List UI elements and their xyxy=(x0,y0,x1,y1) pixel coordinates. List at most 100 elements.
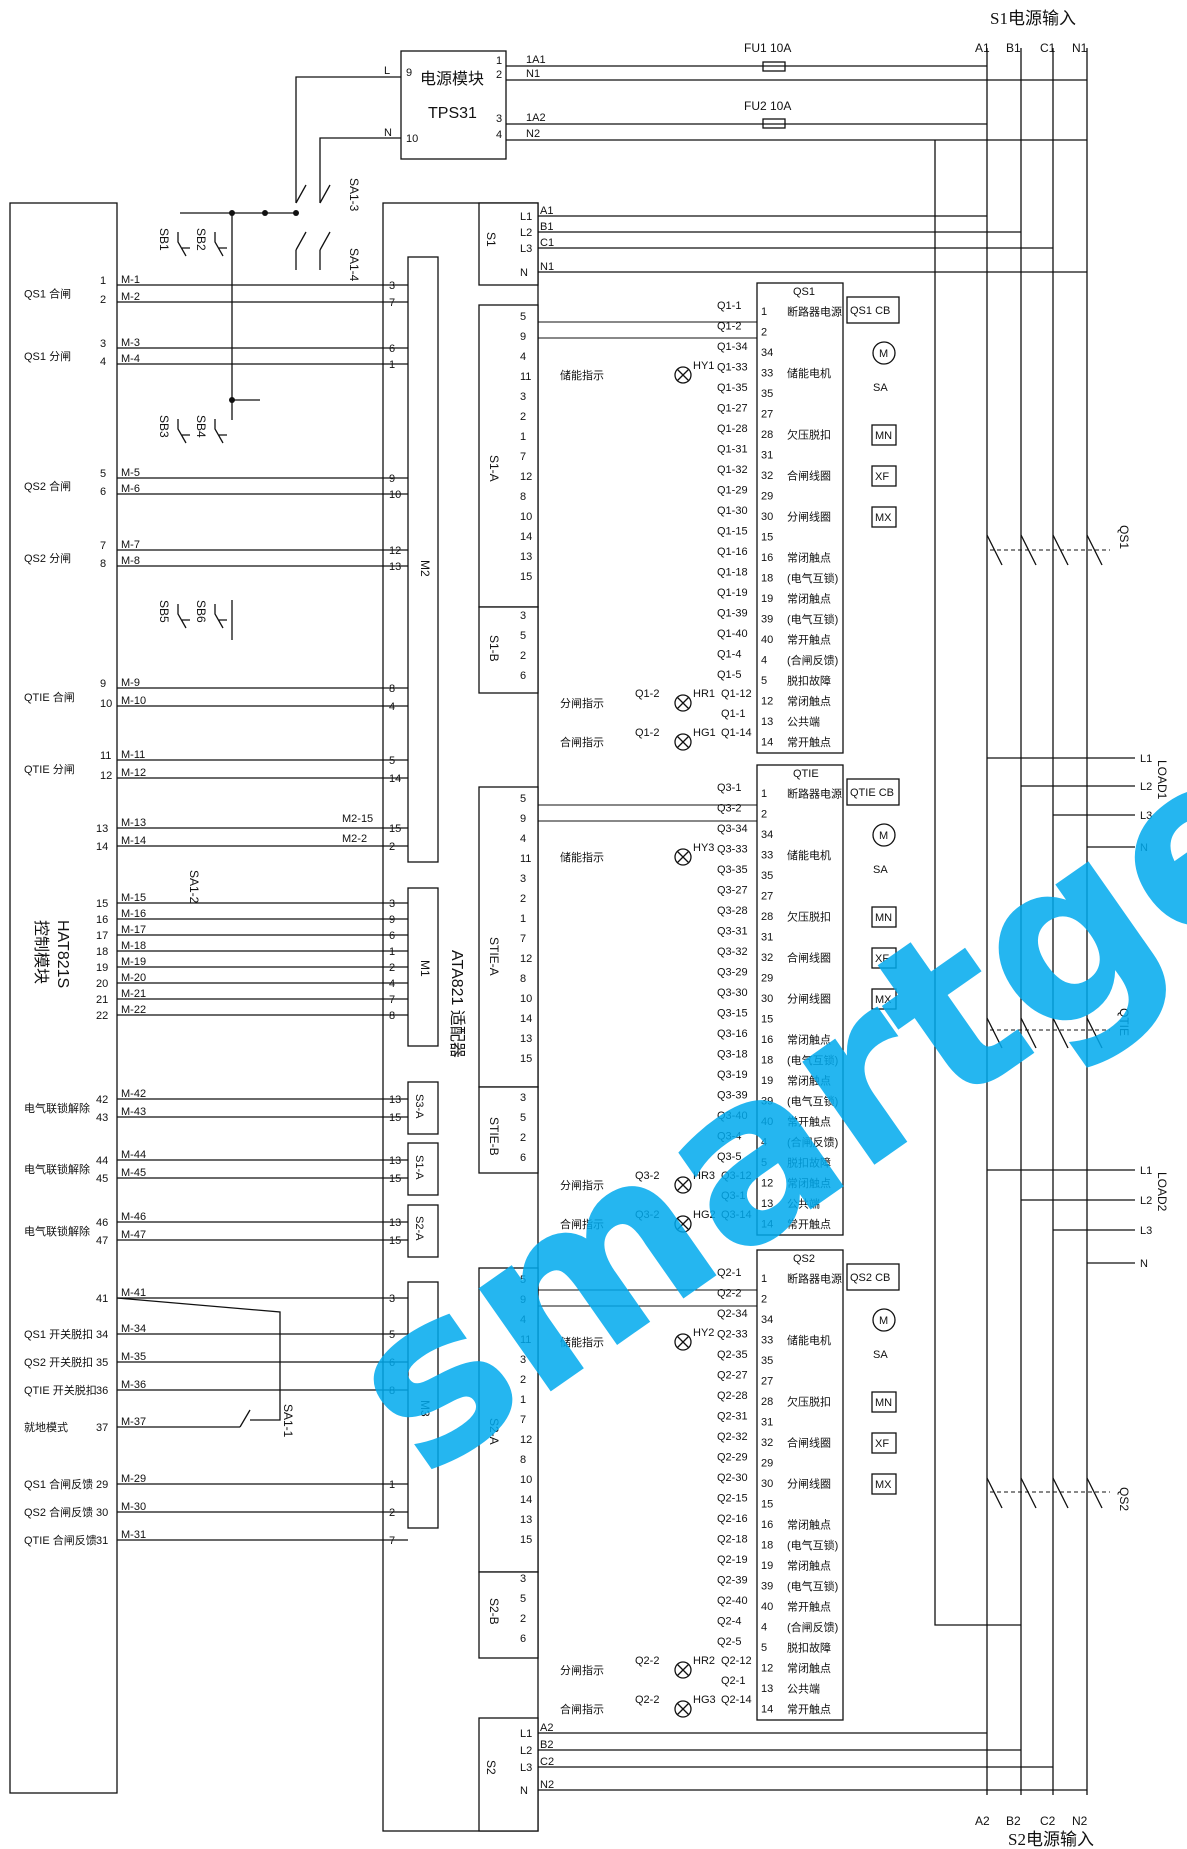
controller-pin: 11 xyxy=(100,750,111,762)
breaker-cb-label: QS2 CB xyxy=(850,1272,890,1284)
breaker-function-label: 合闸线圈 xyxy=(787,469,831,483)
load2-label: LOAD2 xyxy=(1155,1172,1169,1212)
s1-phase-label: B1 xyxy=(1006,41,1021,55)
s2-phase-label: C2 xyxy=(1040,1814,1056,1828)
controller-row-label: QS2 合闸 xyxy=(24,479,71,493)
controller-pin: 5 xyxy=(100,468,106,480)
breaker-term: 28 xyxy=(761,429,773,441)
breaker-function-label: 常开触点 xyxy=(787,1600,831,1614)
side-pin-a: 15 xyxy=(520,1534,532,1546)
q12-wire-label: Q3-12 xyxy=(721,1170,752,1182)
controller-wire-label: M-30 xyxy=(121,1501,146,1513)
side-pin-a: 11 xyxy=(520,1334,531,1346)
side-pin-a: 7 xyxy=(520,1414,526,1426)
side-pin-b: 5 xyxy=(520,630,526,642)
breaker-term: 34 xyxy=(761,829,773,841)
controller-pin: 29 xyxy=(96,1479,108,1491)
controller-wire-label: M-21 xyxy=(121,988,146,1000)
power-out-label: N1 xyxy=(526,68,540,80)
controller-wire-label: M-46 xyxy=(121,1211,146,1223)
side-pin-a: 8 xyxy=(520,1454,526,1466)
coil-box xyxy=(871,1391,897,1413)
controller-wire-label: M-36 xyxy=(121,1379,146,1391)
q12-label: Q1-2 xyxy=(635,727,659,739)
breaker-term: 18 xyxy=(761,1055,773,1067)
breaker-function-label: 常开触点 xyxy=(787,1115,831,1129)
side-pin-a: 15 xyxy=(520,571,532,583)
storage-indicator-label: 储能指示 xyxy=(560,368,604,382)
controller-pin: 45 xyxy=(96,1173,108,1185)
breaker-term: 12 xyxy=(761,1178,773,1190)
breaker-wire-label: Q3-35 xyxy=(717,864,748,876)
breaker-wire-label: Q1-34 xyxy=(717,341,748,353)
breaker-wire-label: Q1-2 xyxy=(717,321,741,333)
breaker-wire-label: Q3-39 xyxy=(717,1090,748,1102)
controller-wire-label: M-8 xyxy=(121,555,140,567)
power-pin-label-n: N xyxy=(384,127,392,139)
power-pin-right: 2 xyxy=(496,69,502,81)
hy-lamp-label: HY1 xyxy=(693,360,714,372)
m3-pin: 8 xyxy=(389,1385,395,1397)
close-lamp-icon-cross xyxy=(676,735,690,749)
breaker-function-label: 断路器电源 xyxy=(787,787,842,801)
coil-label: MX xyxy=(875,994,892,1006)
storage-indicator-label: 储能指示 xyxy=(560,1335,604,1349)
s1-wire-label: B1 xyxy=(540,221,553,233)
breaker-wire-label: Q3-1 xyxy=(717,782,741,794)
breaker-wire-label: Q2-34 xyxy=(717,1308,748,1320)
breaker-term: 16 xyxy=(761,1034,773,1046)
breaker-term: 35 xyxy=(761,870,773,882)
breaker-term: 33 xyxy=(761,1335,773,1347)
s2b-side xyxy=(478,1571,539,1659)
side-pin-a: 5 xyxy=(520,1274,526,1286)
breaker-wire-label: Q1-4 xyxy=(717,649,741,661)
sa1-3-label: SA1-3 xyxy=(347,178,361,212)
s2-wire-label: A2 xyxy=(540,1722,553,1734)
side-pin-b: 2 xyxy=(520,650,526,662)
storage-indicator-label: 储能指示 xyxy=(560,850,604,864)
breaker-function-label: 公共端 xyxy=(787,1683,820,1696)
power-module-model: TPS31 xyxy=(428,105,477,122)
controller-wire-label: M-17 xyxy=(121,924,146,936)
s1-l-pin: L3 xyxy=(520,243,532,255)
m2-block xyxy=(407,256,439,863)
side-pin-b: 6 xyxy=(520,670,526,682)
m1-pin: 1 xyxy=(389,946,395,958)
s1-phase-label: C1 xyxy=(1040,41,1056,55)
m3-block xyxy=(407,1281,439,1529)
s-block-pin: 13 xyxy=(389,1217,401,1229)
controller-pin: 8 xyxy=(100,558,106,570)
controller-wire-label: M-44 xyxy=(121,1149,146,1161)
m3-pin: 2 xyxy=(389,1507,395,1519)
m3-pin: 1 xyxy=(389,1479,395,1491)
open-indicator-label: 分闸指示 xyxy=(560,696,604,710)
s1-phase-label: A1 xyxy=(975,41,990,55)
sa1-4-label: SA1-4 xyxy=(347,248,361,282)
m2-pin: 15 xyxy=(389,823,401,835)
qs1-main-contacts xyxy=(986,534,1110,566)
breaker-term: 1 xyxy=(761,788,767,800)
breaker-function-label: 常闭触点 xyxy=(787,1033,831,1047)
breaker-function-label: 常闭触点 xyxy=(787,694,831,708)
breaker-function-label: 分闸线圈 xyxy=(787,992,831,1006)
breaker-term: 12 xyxy=(761,696,773,708)
qs1-side-name: QS1 xyxy=(1117,525,1131,549)
m2-label: M2 xyxy=(418,560,432,577)
m3-row-label: QS2 开关脱扣 xyxy=(24,1355,93,1369)
breaker-function-label: 分闸线圈 xyxy=(787,1477,831,1491)
side-pin-a: 11 xyxy=(520,371,531,383)
breaker-function-label: 分闸线圈 xyxy=(787,510,831,524)
breaker-term: 29 xyxy=(761,491,773,503)
breaker-wire-label: Q3-40 xyxy=(717,1110,748,1122)
coil-label: M xyxy=(879,830,888,842)
breaker-term: 29 xyxy=(761,1458,773,1470)
sa1-1-label: SA1-1 xyxy=(281,1404,295,1438)
breaker-term: 28 xyxy=(761,1396,773,1408)
breaker-wire-label: Q1-19 xyxy=(717,587,748,599)
q12-wire-label: Q2-12 xyxy=(721,1655,752,1667)
controller-row-label: QS1 合闸 xyxy=(24,287,71,301)
breaker-wire-label: Q2-40 xyxy=(717,1595,748,1607)
breaker-wire-label: Q3-27 xyxy=(717,885,748,897)
breaker-wire-label: Q3-4 xyxy=(717,1131,741,1143)
